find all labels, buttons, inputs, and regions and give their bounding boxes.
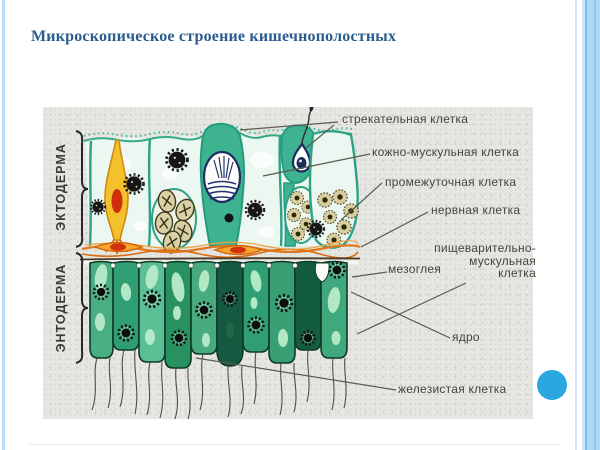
callout-lines [195,121,467,391]
endoderm-inclusions [94,264,341,347]
cluster-pouch-c [308,130,359,249]
tissue-diagram [75,107,467,419]
label-glandular-cell: железистая клетка [398,382,507,396]
slide-title: Микроскопическое строение кишечнополостн… [31,28,397,45]
capsule-coil [206,180,238,200]
top-pocket [314,262,330,283]
mesoglea-line [79,257,361,261]
label-nucleus: ядро [452,330,480,344]
label-digestive-line1: пищеварительно- [434,241,536,255]
label-stinging-cell: стрекательная клетка [342,112,469,126]
flagella [91,349,347,419]
label-mesoglea: мезоглея [388,262,441,276]
label-digestive-line2: мускульная [469,253,536,268]
footer-divider [28,444,560,445]
nerve-net [81,240,361,259]
junction-circles [110,262,298,269]
cnidocyst-glint [299,159,302,163]
label-nerve-cell: нервная клетка [431,203,521,217]
stinging-cell-dot [224,213,234,223]
label-intermediate-cell: промежуточная клетка [385,175,517,189]
sensory-cell-nucleus [111,189,123,213]
ectoderm-vacuoles [112,152,335,238]
left-accent-stripe [2,0,5,450]
capsule-threads [213,156,234,181]
endoderm-cells [89,260,348,369]
layer-braces [75,130,89,364]
cnidocil-tip [309,107,314,112]
ectoderm-cell-walls [88,134,283,247]
label-skin-muscle-cell: кожно-мускульная клетка [372,145,520,159]
right-accent-stripe-thin [575,0,577,450]
label-endoderm: ЭНТОДЕРМА [54,263,68,353]
label-digestive-muscle-cell: пищеварительно- мускульная клетка [400,242,536,280]
right-accent-stripe-band [582,0,600,450]
cnidocyst-core [296,157,307,169]
label-digestive-line3: клетка [498,266,536,280]
surface-stipple [83,124,353,138]
decorative-circle [537,370,567,400]
label-ectoderm: ЭКТОДЕРМА [54,143,68,231]
